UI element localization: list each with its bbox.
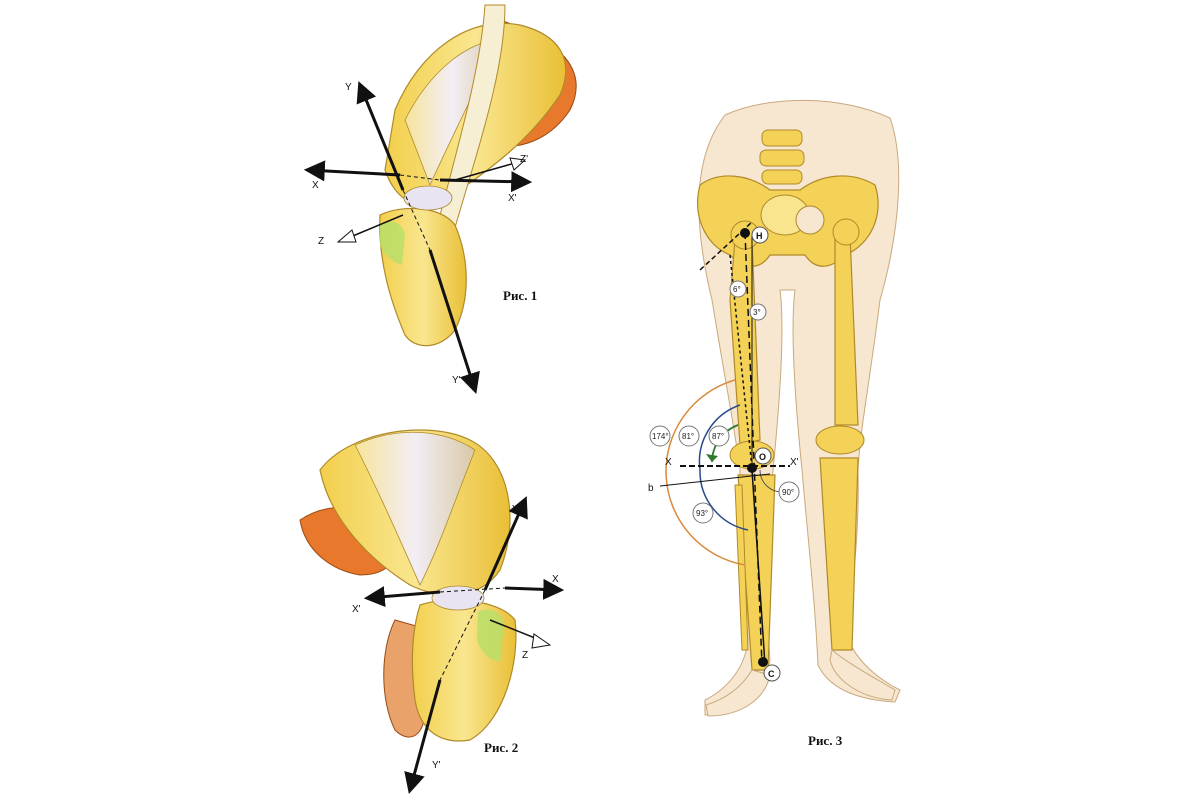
line-b: [659, 473, 771, 487]
axis-x-dashed: [439, 587, 506, 593]
label-y-prime: Y': [432, 760, 441, 771]
axis-y: [356, 81, 405, 191]
vertebra: [759, 149, 805, 167]
label-z: Z: [318, 236, 324, 247]
label-o: O: [759, 452, 766, 462]
label-x-prime: X': [352, 604, 361, 615]
axis-z: [489, 619, 541, 641]
angle-6: 6°: [733, 285, 741, 294]
axis-y-dashed: [402, 189, 431, 251]
axis-z: [347, 214, 404, 239]
arc-174: [665, 379, 746, 566]
point-o-dot: [747, 463, 757, 473]
axis-y-prime: [404, 679, 442, 795]
label-h: H: [756, 231, 763, 241]
arc-93: [699, 469, 749, 531]
axis-z-arrowhead: [531, 633, 552, 649]
point-c-badge: [763, 664, 781, 682]
label-z-prime: Z': [520, 154, 528, 165]
foot-right: [829, 649, 896, 701]
angle-81-badge: [678, 425, 700, 447]
label-x: X: [552, 574, 559, 585]
point-h-dot: [740, 228, 750, 238]
angle-90: 90°: [782, 488, 794, 497]
angle-93: 93°: [696, 509, 708, 518]
tendon-band: [354, 431, 476, 586]
figure-2-knee-extended: Y Y' X X' Z Рис. 2: [299, 429, 565, 795]
axis-x-prime: [439, 171, 533, 193]
axis-x: [303, 160, 401, 182]
angle-87-badge: [708, 425, 730, 447]
axis-y-dashed: [439, 589, 486, 681]
axis-y-prime: [428, 249, 480, 394]
fibula-left: [734, 484, 749, 651]
femoral-head-right: [832, 218, 860, 246]
joint-capsule: [403, 185, 453, 211]
label-b: b: [648, 483, 654, 494]
tibia-right: [819, 457, 859, 651]
green-arrow-87: [706, 454, 718, 462]
label-x: X: [665, 457, 672, 468]
angle-174: 174°: [652, 432, 669, 441]
caption-fig1: Рис. 1: [503, 288, 537, 303]
label-x: X: [312, 180, 319, 191]
cartilage-green: [380, 221, 405, 265]
axis-z-prime-arrowhead: [509, 157, 527, 171]
angle-93-badge: [692, 502, 714, 524]
angle-3: 3°: [753, 308, 761, 317]
caption-fig2: Рис. 2: [484, 740, 518, 755]
angle-87: 87°: [712, 432, 724, 441]
label-z: Z: [522, 650, 528, 661]
label-c: C: [768, 669, 775, 679]
axis-x-prime: [363, 586, 441, 608]
angle-3-badge: [749, 303, 767, 321]
caption-fig3: Рис. 3: [808, 733, 843, 748]
obturator-foramen: [795, 205, 825, 235]
femur-condyle-right: [815, 425, 865, 455]
angle-90-badge: [778, 481, 800, 503]
point-h-badge: [751, 226, 769, 244]
angle-174-badge: [649, 425, 671, 447]
axis-x: [504, 578, 565, 600]
label-y: Y: [345, 82, 352, 93]
vertebra: [761, 129, 803, 147]
tibial-axis: [751, 469, 766, 666]
angle-6-badge: [729, 280, 747, 298]
label-x-prime: X': [508, 193, 517, 204]
figure-3-lower-limb-alignment: H O C X X' b 6° 3° 174° 81° 87° 90° 93° …: [648, 99, 901, 748]
label-y: Y: [512, 504, 519, 515]
mechanical-axis: [744, 231, 763, 666]
axis-z-arrowhead: [336, 229, 357, 243]
point-o-badge: [754, 447, 772, 465]
joint-capsule: [431, 585, 485, 611]
foot-left: [705, 669, 771, 717]
arc-81: [698, 404, 741, 471]
axis-y: [483, 496, 528, 591]
angle-81: 81°: [682, 432, 694, 441]
label-y-prime: Y': [452, 375, 461, 386]
figure-1-knee-flexed: Y Y' X X' Z Z' Рис. 1: [303, 4, 577, 394]
label-x-prime: X': [790, 457, 799, 468]
axis-z-prime: [454, 162, 516, 181]
point-c-dot: [758, 657, 768, 667]
vertebra: [761, 169, 803, 185]
